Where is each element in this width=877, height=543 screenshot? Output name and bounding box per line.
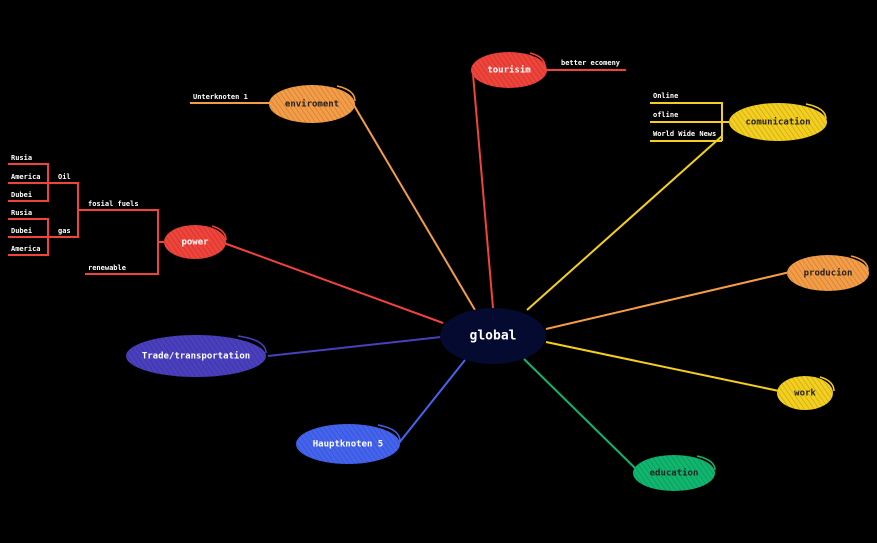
node-label: tourisim — [487, 65, 531, 76]
node-education[interactable]: education — [633, 455, 716, 491]
node-label: education — [650, 468, 699, 479]
link-hauptknoten — [398, 359, 466, 444]
link-producion — [545, 271, 791, 330]
node-hauptknoten[interactable]: Hauptknoten 5 — [296, 424, 401, 464]
node-producion[interactable]: producion — [787, 255, 869, 291]
node-label: work — [794, 389, 816, 399]
node-tourisim[interactable]: tourisim — [471, 52, 547, 88]
power-branch: fosial fuels renewable Oil gas Rusia Ame… — [8, 154, 166, 275]
link-trade — [267, 336, 442, 357]
central-label: global — [470, 329, 517, 344]
leaf-oil-america: America — [11, 173, 41, 181]
node-label: power — [181, 238, 209, 248]
node-label: Trade/transportation — [142, 351, 250, 362]
node-enviroment[interactable]: enviroment — [269, 85, 356, 123]
central-node[interactable]: global — [440, 308, 546, 364]
link-tourisim — [472, 73, 494, 309]
comunication-branch: Online ofline World Wide News — [650, 92, 732, 142]
tourisim-branch: better ecomeny — [545, 59, 626, 71]
leaf-gas: gas — [58, 227, 71, 235]
node-label: comunication — [745, 117, 810, 128]
leaf-fosial-fuels: fosial fuels — [88, 200, 139, 208]
node-work[interactable]: work — [777, 376, 835, 410]
node-label: producion — [804, 268, 853, 279]
enviroment-branch: Unterknoten 1 — [190, 93, 272, 104]
oil-bracket — [8, 163, 52, 202]
leaf-renewable: renewable — [88, 264, 126, 272]
link-enviroment — [351, 101, 476, 311]
node-trade[interactable]: Trade/transportation — [126, 335, 267, 377]
leaf-unterknoten: Unterknoten 1 — [193, 93, 248, 101]
leaf-gas-rusia: Rusia — [11, 209, 32, 217]
link-comunication — [526, 135, 723, 311]
leaf-gas-america: America — [11, 245, 41, 253]
node-comunication[interactable]: comunication — [729, 103, 827, 141]
leaf-world-wide-news: World Wide News — [653, 130, 716, 138]
node-power[interactable]: power — [164, 225, 227, 259]
link-education — [523, 358, 637, 470]
connectors — [223, 73, 791, 470]
fuel-bracket — [52, 182, 85, 238]
gas-bracket — [8, 218, 52, 256]
leaf-offline: ofline — [653, 111, 678, 119]
link-power — [223, 242, 444, 324]
leaf-oil-dubei: Dubei — [11, 191, 32, 199]
leaf-better-ecomeny: better ecomeny — [561, 59, 621, 67]
leaf-oil: Oil — [58, 173, 71, 181]
power-bracket — [85, 209, 166, 275]
leaf-gas-dubei: Dubei — [11, 227, 32, 235]
leaf-online: Online — [653, 92, 678, 100]
leaf-bracket — [650, 102, 732, 142]
node-label: Hauptknoten 5 — [313, 440, 383, 450]
node-label: enviroment — [285, 99, 339, 110]
leaf-oil-rusia: Rusia — [11, 154, 32, 162]
link-work — [545, 341, 780, 392]
